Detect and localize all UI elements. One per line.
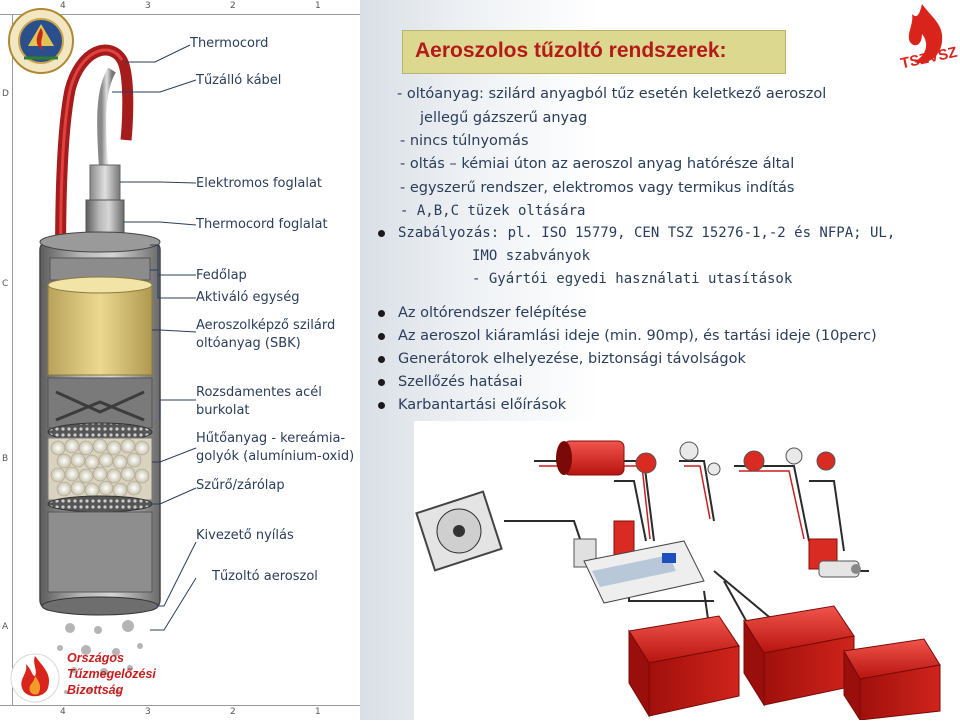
committee-name-line3: Bizottság xyxy=(67,683,124,697)
frame-top-4: 4 xyxy=(60,1,66,11)
label-fireproof-cable: Tűzálló kábel xyxy=(196,73,282,88)
frame-top-2: 2 xyxy=(230,1,236,11)
label-casing-line2: burkolat xyxy=(196,403,250,418)
label-coolant-line1: Hűtőanyag - kereámia- xyxy=(196,431,346,446)
system-diagram xyxy=(415,440,941,722)
sensor-device xyxy=(818,560,861,578)
label-casing-line1: Rozsdamentes acél xyxy=(196,385,322,400)
generator-box-left xyxy=(628,615,740,718)
text-line-5: - egyszerű rendszer, elektromos vagy ter… xyxy=(400,180,795,196)
bullet-dot-5 xyxy=(378,402,385,409)
outlet-opening xyxy=(41,596,159,616)
label-outlet: Kivezető nyílás xyxy=(196,528,294,543)
electric-socket xyxy=(89,164,121,206)
frame-side-c: C xyxy=(2,279,9,289)
bullet-dot-1 xyxy=(378,310,385,317)
text-line-4: - oltás – kémiai úton az aeroszol anyag … xyxy=(400,156,795,172)
generator-box-right xyxy=(843,638,941,722)
technical-drawing-panel: 4 3 2 1 D C B A 4 3 2 1 xyxy=(0,0,361,720)
label-electric-socket: Elektromos foglalat xyxy=(196,176,323,191)
label-filter: Szűrő/zárólap xyxy=(196,478,285,493)
text-line-6: - A,B,C tüzek oltására xyxy=(400,203,586,219)
text-line-9: - Gyártói egyedi használati utasítások xyxy=(472,271,793,287)
slide-title: Aeroszolos tűzoltó rendszerek: xyxy=(415,39,727,62)
label-activator: Aktiváló egység xyxy=(196,290,300,305)
sbk-charge xyxy=(47,284,153,376)
committee-name-line2: Tűzmegelőzési xyxy=(67,667,156,681)
label-thermocord: Thermocord xyxy=(190,36,269,51)
bullet-dot-3 xyxy=(378,356,385,363)
drawing-frame-side: D C B A xyxy=(0,14,13,706)
flame-icon xyxy=(10,653,60,703)
committee-name-line1: Országos xyxy=(67,651,124,665)
frame-side-b: B xyxy=(2,454,9,464)
frame-bottom-1: 1 xyxy=(315,707,321,717)
bullet-dot-2 xyxy=(378,333,385,340)
label-sbk-line1: Aeroszolképző szilárd xyxy=(196,318,336,333)
frame-side-d: D xyxy=(2,89,9,99)
generator-box-middle xyxy=(743,605,855,707)
frame-bottom-2: 2 xyxy=(230,707,236,717)
bullet-dot-4 xyxy=(378,379,385,386)
bullet-5: Karbantartási előírások xyxy=(398,397,567,413)
label-aerosol: Tűzoltó aeroszol xyxy=(212,569,318,584)
emblem-icon xyxy=(8,8,74,74)
frame-bottom-4: 4 xyxy=(60,707,66,717)
label-thermocord-socket: Thermocord foglalat xyxy=(196,217,328,232)
ventilation-fan xyxy=(415,490,503,572)
bullet-dot-regulation xyxy=(378,230,385,237)
text-line-3: - nincs túlnyomás xyxy=(400,133,529,149)
tszvsz-logo: TSZVSZ xyxy=(886,2,959,74)
drawing-frame-bottom: 4 3 2 1 xyxy=(0,705,360,720)
bullet-4: Szellőzés hatásai xyxy=(398,374,523,390)
fire-prevention-committee-logo xyxy=(8,650,63,705)
label-coolant-line2: golyók (alumínium-oxid) xyxy=(196,449,355,464)
fire-service-emblem xyxy=(6,6,76,76)
text-line-7: Szabályozás: pl. ISO 15779, CEN TSZ 1527… xyxy=(398,225,896,241)
drawing-frame-top: 4 3 2 1 xyxy=(0,0,360,15)
frame-side-a: A xyxy=(2,622,9,632)
label-cover-plate: Fedőlap xyxy=(196,268,247,283)
bullet-2: Az aeroszol kiáramlási ideje (min. 90mp)… xyxy=(398,328,877,344)
bullet-1: Az oltórendszer felépítése xyxy=(398,305,587,321)
text-line-1: - oltóanyag: szilárd anyagból tűz esetén… xyxy=(397,86,827,102)
control-panel xyxy=(583,540,705,604)
label-sbk-line2: oltóanyag (SBK) xyxy=(196,336,301,351)
filter-plate xyxy=(47,495,153,513)
frame-top-1: 1 xyxy=(315,1,321,11)
tszvsz-flame-icon: TSZVSZ xyxy=(899,4,959,72)
frame-top-3: 3 xyxy=(145,1,151,11)
cover-plate xyxy=(39,231,161,253)
aerosol-generator-cutaway xyxy=(39,44,197,695)
aerosol-cloud xyxy=(57,620,143,695)
bullet-3: Generátorok elhelyezése, biztonsági távo… xyxy=(398,351,746,367)
text-line-2: jellegű gázszerű anyag xyxy=(420,110,588,126)
fireproof-cable xyxy=(97,67,116,176)
committee-name: Országos Tűzmegelőzési Bizottság xyxy=(67,650,177,698)
slide-title-box: Aeroszolos tűzoltó rendszerek: xyxy=(402,30,786,74)
alarm-siren xyxy=(556,440,625,476)
frame-bottom-3: 3 xyxy=(145,707,151,717)
system-layout-illustration xyxy=(414,421,942,722)
text-line-8: IMO szabványok xyxy=(472,248,591,264)
